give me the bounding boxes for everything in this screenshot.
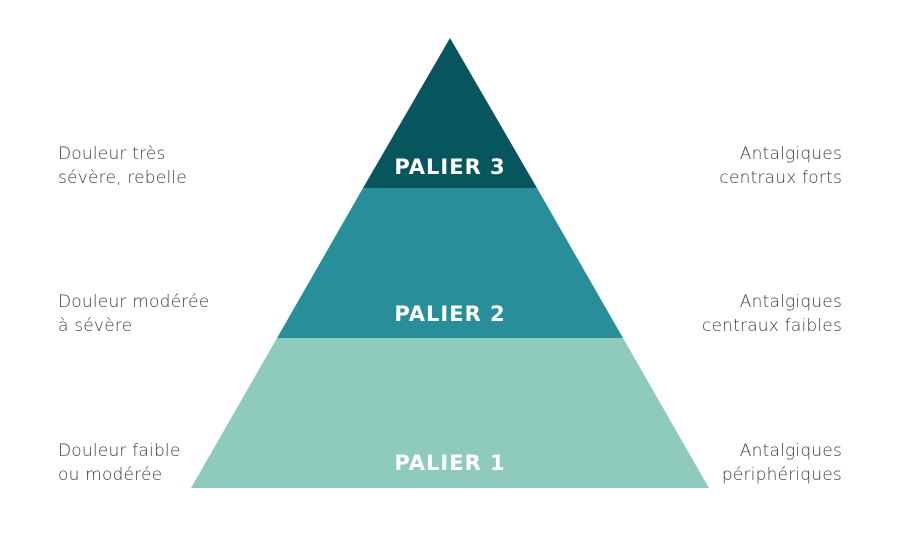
tier-3-label: PALIER 3 <box>394 155 506 179</box>
tier-3-analgesic-line-1: Antalgiques <box>739 144 842 164</box>
tier-1-pain-description: Douleur faible ou modérée <box>58 439 181 487</box>
tier-2-pain-description: Douleur modérée à sévère <box>58 290 209 338</box>
tier-1-analgesic-description: Antalgiques périphériques <box>722 439 842 487</box>
tier-1-pain-line-1: Douleur faible <box>58 441 181 461</box>
tier-1-analgesic-line-1: Antalgiques <box>739 441 842 461</box>
tier-1-label: PALIER 1 <box>394 451 506 475</box>
tier-2-label: PALIER 2 <box>394 302 506 326</box>
tier-3-analgesic-description: Antalgiques centraux forts <box>719 142 842 190</box>
tier-3-pain-line-1: Douleur très <box>58 144 166 164</box>
tier-2-pain-line-2: à sévère <box>58 316 133 336</box>
tier-2-analgesic-line-1: Antalgiques <box>739 292 842 312</box>
tier-3-analgesic-line-2: centraux forts <box>719 168 842 188</box>
tier-3-shape <box>363 38 537 188</box>
tier-3-pain-description: Douleur très sévère, rebelle <box>58 142 187 190</box>
tier-2-shape <box>277 188 623 338</box>
tier-2-analgesic-description: Antalgiques centraux faibles <box>702 290 842 338</box>
tier-2-analgesic-line-2: centraux faibles <box>701 316 842 336</box>
tier-2-pain-line-1: Douleur modérée <box>58 292 210 312</box>
tier-1-shape <box>191 338 709 488</box>
tier-1-pain-line-2: ou modérée <box>58 465 163 485</box>
tier-3-pain-line-2: sévère, rebelle <box>58 168 187 188</box>
tier-1-analgesic-line-2: périphériques <box>721 465 842 485</box>
